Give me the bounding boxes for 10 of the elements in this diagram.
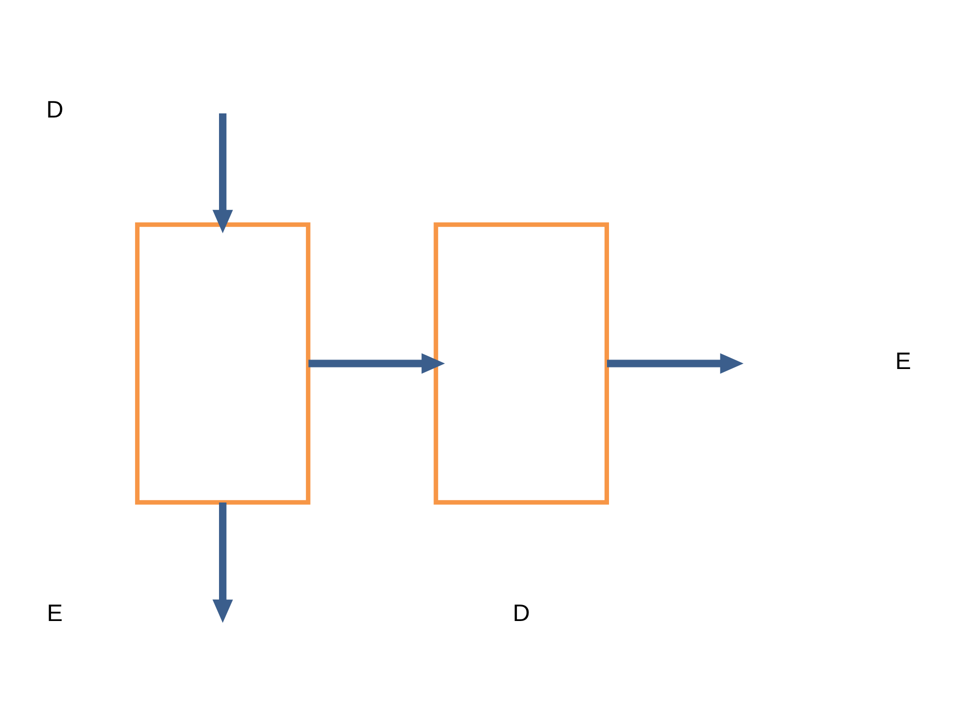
label: D bbox=[512, 599, 530, 626]
node-box bbox=[434, 222, 609, 504]
arrow bbox=[607, 352, 744, 374]
arrow bbox=[308, 352, 445, 374]
label: E bbox=[46, 599, 63, 626]
label: E bbox=[895, 348, 912, 375]
node-box bbox=[135, 222, 310, 504]
arrow bbox=[212, 112, 233, 233]
arrow bbox=[212, 502, 233, 622]
label: D bbox=[46, 96, 64, 123]
